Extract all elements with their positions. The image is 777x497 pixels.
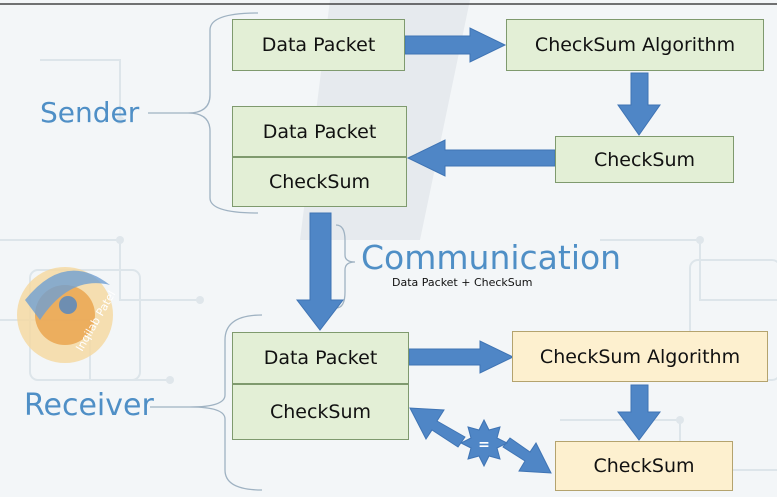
sender-data-packet-box: Data Packet: [232, 19, 405, 71]
compare-badge: [459, 418, 509, 468]
arrow-packet-to-algorithm: [404, 27, 507, 63]
sender-label: Sender: [40, 96, 140, 129]
arrow-algorithm-to-checksum: [617, 72, 661, 136]
compare-symbol: =: [478, 437, 490, 453]
arrow-compare-right: [502, 437, 552, 474]
communication-bracket: [335, 224, 356, 309]
arrow-receiver-packet-to-algorithm: [408, 340, 515, 374]
arrow-compare-left: [409, 407, 466, 448]
sender-packet-checksum-box: CheckSum: [232, 157, 407, 207]
communication-label: Communication: [361, 238, 622, 277]
sender-checksum-result-box: CheckSum: [555, 136, 734, 183]
arrow-sender-to-receiver: [295, 212, 345, 331]
arrow-checksum-to-packet: [406, 139, 556, 177]
receiver-label: Receiver: [24, 388, 154, 423]
sender-packet-data-box: Data Packet: [232, 106, 407, 157]
receiver-checksum-algorithm-box: CheckSum Algorithm: [512, 331, 768, 382]
communication-sublabel: Data Packet + CheckSum: [392, 276, 533, 289]
receiver-computed-checksum-box: CheckSum: [555, 441, 733, 491]
sender-checksum-algorithm-box: CheckSum Algorithm: [506, 19, 764, 71]
arrow-receiver-algorithm-to-checksum: [617, 384, 661, 441]
receiver-data-packet-box: Data Packet: [232, 332, 409, 384]
receiver-checksum-box: CheckSum: [232, 384, 409, 440]
